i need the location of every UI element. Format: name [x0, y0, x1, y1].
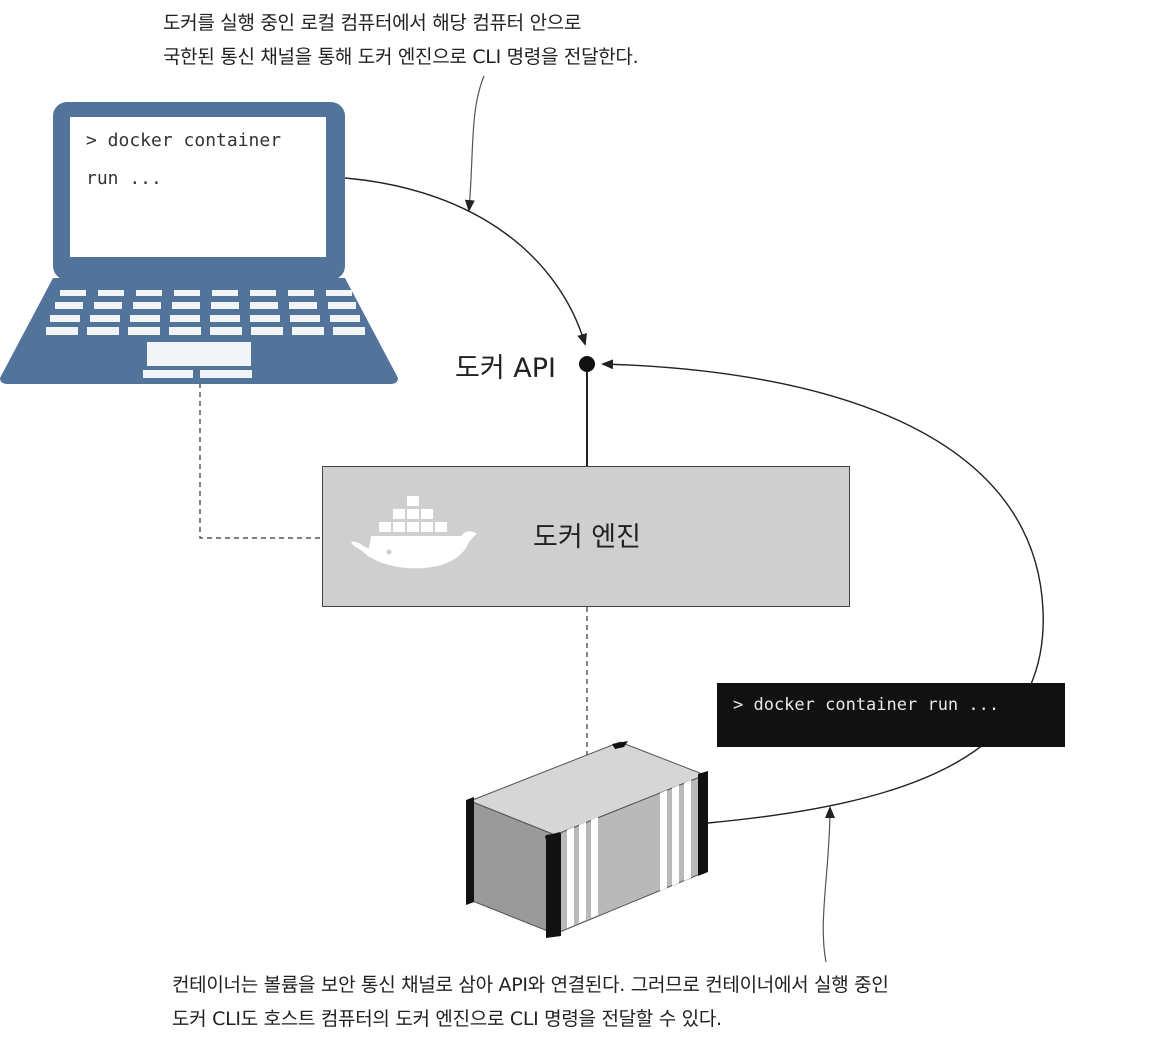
docker-engine-label: 도커 엔진	[533, 522, 641, 553]
top-annotation-line-2: 국한된 통신 채널을 통해 도커 엔진으로 CLI 명령을 전달한다.	[163, 46, 639, 68]
laptop-terminal-text: > docker container run ...	[86, 130, 282, 189]
container-terminal-command: > docker container run ...	[733, 695, 1000, 715]
bottom-annotation-pointer	[822, 806, 835, 963]
top-annotation-line-1: 도커를 실행 중인 로컬 컴퓨터에서 해당 컴퓨터 안으로	[163, 12, 582, 34]
container-to-api-arrow	[601, 359, 1044, 824]
top-annotation: 도커를 실행 중인 로컬 컴퓨터에서 해당 컴퓨터 안으로 국한된 통신 채널을…	[163, 6, 639, 74]
laptop-icon	[0, 102, 398, 384]
laptop-to-api-arrow	[344, 177, 587, 346]
bottom-annotation: 컨테이너는 볼륨을 보안 통신 채널로 삼아 API와 연결된다. 그러므로 컨…	[172, 968, 889, 1036]
container-terminal: > docker container run ...	[717, 683, 1065, 747]
top-annotation-pointer	[464, 75, 485, 212]
laptop-engine-dashed-link	[199, 383, 322, 539]
docker-api-label: 도커 API	[455, 353, 556, 384]
docker-whale-icon	[351, 496, 477, 569]
bottom-annotation-line-2: 도커 CLI도 호스트 컴퓨터의 도커 엔진으로 CLI 명령을 전달할 수 있…	[172, 1008, 722, 1030]
api-endpoint-dot	[579, 356, 595, 372]
shipping-container-icon	[466, 741, 708, 938]
docker-engine-box: 도커 엔진	[322, 466, 850, 607]
bottom-annotation-line-1: 컨테이너는 볼륨을 보안 통신 채널로 삼아 API와 연결된다. 그러므로 컨…	[172, 974, 889, 996]
